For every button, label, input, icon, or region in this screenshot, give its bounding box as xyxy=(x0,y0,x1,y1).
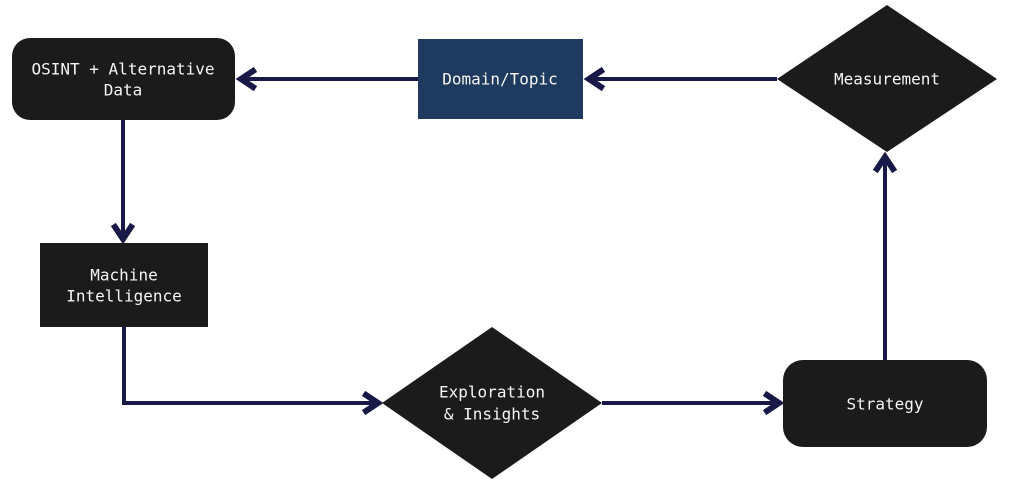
measurement-node-label: Measurement xyxy=(834,70,940,89)
exploration-insights-node-label-line2: & Insights xyxy=(444,405,540,424)
measurement-node-shape xyxy=(777,5,997,152)
osint-node-label-line2: Data xyxy=(104,81,143,100)
node-domain-topic: Domain/Topic xyxy=(418,39,583,119)
osint-node-shape xyxy=(12,38,235,120)
strategy-node-shape xyxy=(783,360,987,447)
machine-intelligence-node-shape xyxy=(40,243,208,327)
node-osint-alternative-data: OSINT + Alternative Data xyxy=(12,38,235,120)
exploration-insights-node-shape xyxy=(382,327,602,479)
node-strategy: Strategy xyxy=(783,360,987,447)
machine-intelligence-node-label-line2: Intelligence xyxy=(66,287,182,306)
domain-topic-node-label: Domain/Topic xyxy=(442,70,558,89)
strategy-node-label: Strategy xyxy=(846,395,923,414)
edge-machine-intelligence-to-exploration-insights xyxy=(122,327,384,416)
machine-intelligence-node-label-line1: Machine xyxy=(90,266,157,285)
node-exploration-insights: Exploration & Insights xyxy=(382,327,602,479)
osint-node-label-line1: OSINT + Alternative xyxy=(31,60,214,79)
node-measurement: Measurement xyxy=(777,5,997,152)
exploration-insights-node-label-line1: Exploration xyxy=(439,383,545,402)
node-machine-intelligence: Machine Intelligence xyxy=(40,243,208,327)
domain-topic-node-shape xyxy=(418,39,583,119)
